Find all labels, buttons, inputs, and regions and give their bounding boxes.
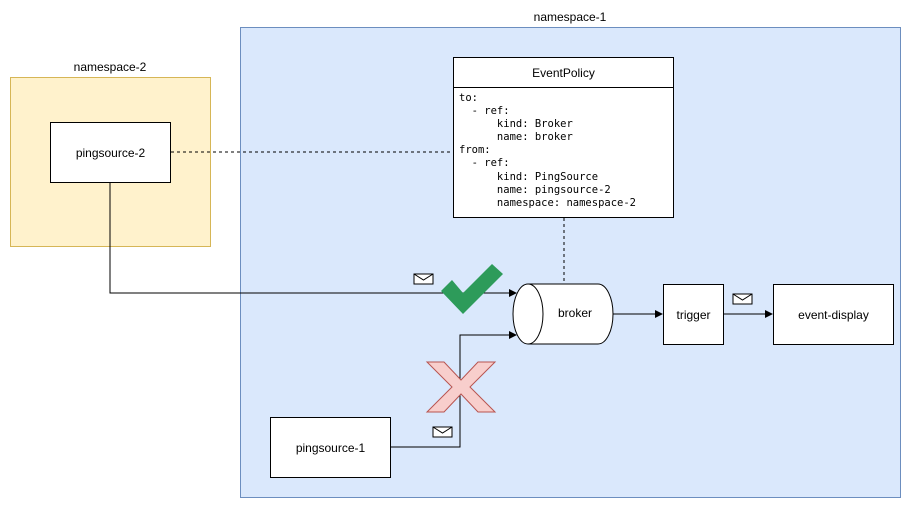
namespace-1-label: namespace-1 [533,10,607,24]
trigger-node[interactable]: trigger [663,284,724,345]
event-policy-title[interactable]: EventPolicy [453,57,674,88]
cross-icon [425,361,497,413]
pingsource-1-node[interactable]: pingsource-1 [270,417,391,478]
edge-pingsource2-broker [109,183,517,297]
pingsource-2-node[interactable]: pingsource-2 [50,122,171,183]
broker-cylinder [512,283,614,345]
namespace-2-label: namespace-2 [73,60,147,74]
event-policy-body: to: - ref: kind: Broker name: broker fro… [453,88,674,218]
check-icon [441,264,503,314]
envelope-icon [413,273,434,285]
envelope-icon [732,293,753,305]
broker-label[interactable]: broker [557,306,592,320]
envelope-icon [432,426,453,438]
event-policy-yaml: to: - ref: kind: Broker name: broker fro… [459,92,637,209]
event-display-node[interactable]: event-display [773,284,894,345]
